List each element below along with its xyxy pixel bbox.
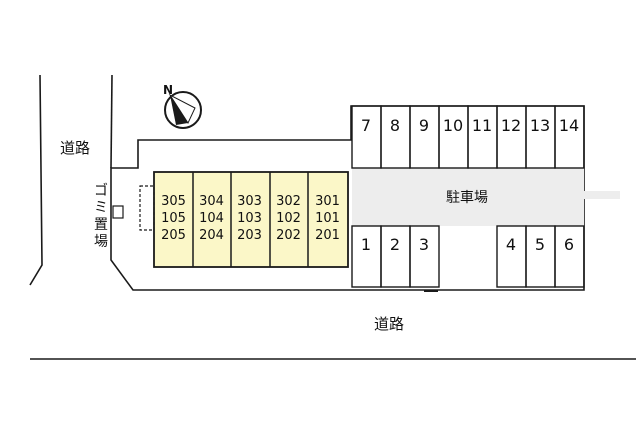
parking-space-number: 13 xyxy=(529,116,551,135)
road-label-left: 道路 xyxy=(60,139,91,157)
unit-number: 204 xyxy=(199,228,224,243)
unit-number: 105 xyxy=(161,211,186,226)
trash-area-outline xyxy=(139,185,155,231)
parking-space-number: 3 xyxy=(418,235,430,254)
unit-number: 102 xyxy=(276,211,301,226)
parking-space-number: 9 xyxy=(418,116,430,135)
parking-spaces-top xyxy=(351,105,585,169)
parking-space-3 xyxy=(409,225,440,288)
unit-number: 201 xyxy=(315,228,340,243)
parking-space-number: 4 xyxy=(505,235,517,254)
parking-driveway xyxy=(352,168,584,226)
unit-number: 101 xyxy=(315,211,340,226)
parking-lot-label: 駐車場 xyxy=(446,190,488,206)
building-unit-column: 303 103 203 xyxy=(231,193,268,244)
road-label-bottom: 道路 xyxy=(374,315,405,333)
unit-number: 305 xyxy=(161,194,186,209)
parking-space-number: 5 xyxy=(534,235,546,254)
north-label: N xyxy=(163,83,174,97)
unit-number: 202 xyxy=(276,228,301,243)
parking-space-number: 10 xyxy=(442,116,464,135)
unit-number: 103 xyxy=(237,211,262,226)
trash-area-label: ゴミ置場 xyxy=(94,183,108,250)
parking-space-number: 8 xyxy=(389,116,401,135)
parking-space-number: 7 xyxy=(360,116,372,135)
building-unit-column: 304 104 204 xyxy=(193,193,230,244)
road-left-edge xyxy=(29,74,43,286)
unit-number: 203 xyxy=(237,228,262,243)
compass-icon xyxy=(164,91,202,129)
building-unit-dividers xyxy=(192,172,309,267)
unit-number: 302 xyxy=(276,194,301,209)
parking-space-14 xyxy=(554,105,585,169)
parking-space-number: 6 xyxy=(563,235,575,254)
parking-space-number: 1 xyxy=(360,235,372,254)
building-unit-column: 302 102 202 xyxy=(270,193,307,244)
building-unit-column: 301 101 201 xyxy=(309,193,346,244)
parking-space-number: 11 xyxy=(471,116,493,135)
parking-space-number: 14 xyxy=(558,116,580,135)
parking-space-number: 2 xyxy=(389,235,401,254)
building-unit-column: 305 105 205 xyxy=(155,193,192,244)
parking-space-6 xyxy=(554,225,585,288)
unit-number: 303 xyxy=(237,194,262,209)
unit-number: 304 xyxy=(199,194,224,209)
road-left-inner-edge xyxy=(110,74,113,169)
parking-space-number: 12 xyxy=(500,116,522,135)
unit-number: 205 xyxy=(161,228,186,243)
unit-number: 301 xyxy=(315,194,340,209)
unit-number: 104 xyxy=(199,211,224,226)
building xyxy=(153,171,349,268)
parking-spaces-bottom xyxy=(351,225,585,288)
driveway-exit xyxy=(584,191,620,199)
trash-area-marker xyxy=(112,205,124,219)
